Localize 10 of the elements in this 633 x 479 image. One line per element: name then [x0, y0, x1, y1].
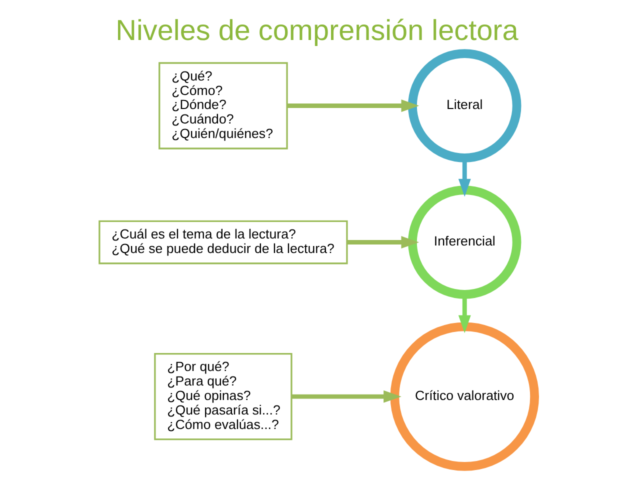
- node-box: ¿Cuál es el tema de la lectura? ¿Qué se puede deducir de la lectura?: [98, 220, 348, 264]
- node-box: ¿Qué? ¿Cómo? ¿Dónde? ¿Cuándo? ¿Quién/quiénes?: [158, 62, 288, 150]
- node-circle: Crítico valorativo: [390, 322, 538, 471]
- arrow: [291, 390, 401, 403]
- node-box: ¿Por qué? ¿Para qué? ¿Qué opinas? ¿Qué pasaría si...? ¿Cómo evalúas...?: [154, 353, 292, 440]
- diagram-title: Niveles de comprensión lectora: [115, 15, 518, 48]
- node-circle: Literal: [408, 49, 521, 162]
- arrow: [286, 100, 419, 112]
- node-circle: Inferencial: [408, 186, 521, 299]
- arrow: [346, 236, 419, 249]
